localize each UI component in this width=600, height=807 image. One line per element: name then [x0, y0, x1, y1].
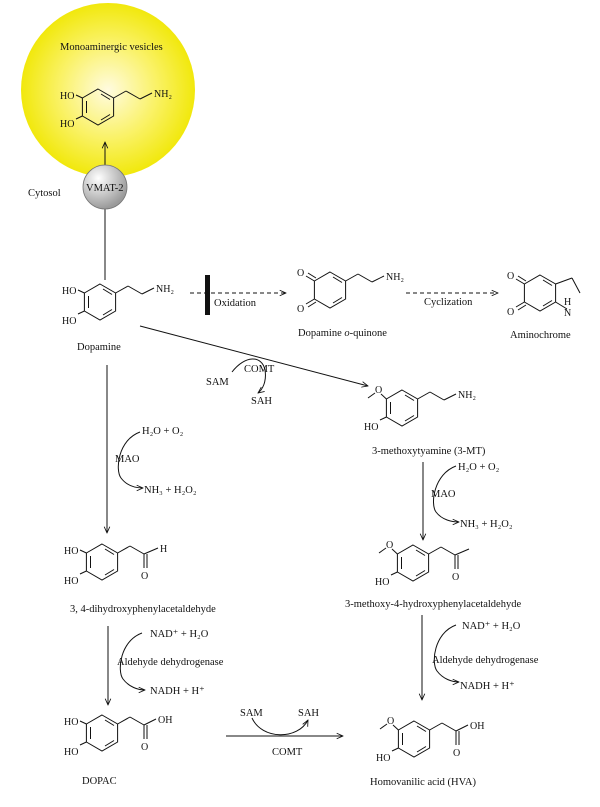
3-mt-structure: O HO NH₂ — [364, 385, 476, 433]
h2o-o2-label: H₂O + O₂ — [142, 426, 184, 437]
o-atom: O — [297, 304, 304, 315]
ho-atom: HO — [60, 119, 74, 130]
o-atom: O — [453, 748, 460, 759]
o-atom: O — [297, 268, 304, 279]
3-mt-label: 3-methoxytyamine (3-MT) — [372, 446, 486, 457]
oh-atom: OH — [470, 721, 484, 732]
sam-label: SAM — [206, 377, 229, 388]
mhpa-label: 3-methoxy-4-hydroxyphenylacetaldehyde — [345, 599, 521, 610]
o-atom: O — [452, 572, 459, 583]
ho-atom: HO — [376, 753, 390, 764]
vesicular-dopamine-structure: HO HO NH₂ — [60, 88, 172, 130]
nad-label: NAD⁺ + H₂O — [462, 621, 521, 632]
aminochrome-label: Aminochrome — [510, 330, 571, 341]
nh2-atom: NH₂ — [154, 89, 172, 100]
comt-cofactor-arc-2 — [251, 717, 308, 736]
nadh-label: NADH + H⁺ — [150, 686, 205, 697]
aldh-label: Aldehyde dehydrogenase — [117, 657, 224, 668]
ho-atom: HO — [64, 717, 78, 728]
ho-atom: HO — [62, 286, 76, 297]
nh2-atom: NH₂ — [386, 272, 404, 283]
sah-label: SAH — [298, 708, 319, 719]
n-atom: N — [564, 308, 571, 319]
dopac-label: DOPAC — [82, 776, 117, 787]
nad-label: NAD⁺ + H₂O — [150, 629, 209, 640]
dopamine-label: Dopamine — [77, 342, 121, 353]
oxidation-block-bar — [205, 275, 210, 315]
nadh-label: NADH + H⁺ — [460, 681, 515, 692]
vmat2-label: VMAT-2 — [86, 183, 124, 194]
o-atom: O — [141, 571, 148, 582]
vmat2-transporter — [82, 164, 128, 210]
oxidation-label: Oxidation — [214, 298, 257, 309]
cytosol-label: Cytosol — [28, 188, 61, 199]
nh3-h2o2-label: NH₃ + H₂O₂ — [460, 519, 513, 530]
mhpa-structure: O HO O — [375, 540, 470, 588]
h-atom: H — [160, 544, 167, 555]
aldh-label: Aldehyde dehydrogenase — [432, 655, 539, 666]
h2o-o2-label: H₂O + O₂ — [458, 462, 500, 473]
o-atom: O — [507, 307, 514, 318]
vesicles-label: Monoaminergic vesicles — [60, 42, 163, 53]
methoxy-o-atom: O — [386, 540, 393, 551]
o-atom: O — [507, 271, 514, 282]
dopamine-quinone-label: Dopamine o-quinone — [298, 328, 387, 339]
comt-label: COMT — [244, 364, 275, 375]
ho-atom: HO — [364, 422, 378, 433]
mao-cofactor-arc-1 — [117, 431, 143, 488]
hva-structure: O HO O OH — [376, 716, 484, 764]
methoxy-o-atom: O — [375, 385, 382, 396]
cyclization-label: Cyclization — [424, 297, 473, 308]
dopal-structure: HO HO O H — [64, 543, 167, 587]
aminochrome-structure: O O H N — [507, 271, 581, 319]
dopamine-quinone-structure: O O NH₂ — [297, 268, 404, 315]
hva-label: Homovanilic acid (HVA) — [370, 777, 476, 788]
dopamine-structure: HO HO NH₂ — [62, 283, 174, 327]
nh2-atom: NH₂ — [156, 284, 174, 295]
aldh-cofactor-arc-1 — [119, 632, 145, 690]
sah-label: SAH — [251, 396, 272, 407]
comt-label: COMT — [272, 747, 303, 758]
oh-atom: OH — [158, 715, 172, 726]
ho-atom: HO — [64, 546, 78, 557]
vesicle — [21, 3, 195, 177]
nh2-atom: NH₂ — [458, 390, 476, 401]
ho-atom: HO — [60, 91, 74, 102]
methoxy-o-atom: O — [387, 716, 394, 727]
dopal-label: 3, 4-dihydroxyphenylacetaldehyde — [70, 604, 216, 615]
dopac-structure: HO HO O OH — [64, 714, 172, 758]
ho-atom: HO — [375, 577, 389, 588]
ho-atom: HO — [62, 316, 76, 327]
mao-label: MAO — [431, 489, 456, 500]
nh3-h2o2-label: NH₃ + H₂O₂ — [144, 485, 197, 496]
ho-atom: HO — [64, 576, 78, 587]
comt-cofactor-arc-1 — [231, 358, 266, 393]
o-atom: O — [141, 742, 148, 753]
mao-cofactor-arc-2 — [433, 465, 459, 522]
ho-atom: HO — [64, 747, 78, 758]
h-atom: H — [564, 297, 571, 308]
sam-label: SAM — [240, 708, 263, 719]
comt-arrow-1 — [139, 325, 368, 386]
mao-label: MAO — [115, 454, 140, 465]
aldh-cofactor-arc-2 — [433, 624, 459, 682]
